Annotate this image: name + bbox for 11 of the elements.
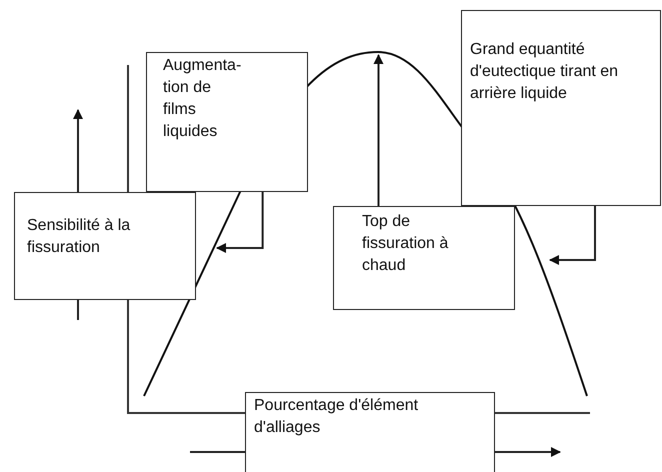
leader-line bbox=[216, 192, 264, 253]
callout-text: Top de fissuration à chaud bbox=[362, 212, 450, 276]
callout-text: Sensibilité à la fissuration bbox=[27, 216, 132, 258]
callout-box bbox=[461, 10, 661, 206]
leader-line bbox=[374, 54, 384, 206]
leader-line bbox=[549, 206, 596, 265]
callout-text: Augmenta- tion de films liquides bbox=[163, 56, 242, 142]
callout-box bbox=[245, 392, 495, 472]
callout-text: Grand equantité d'eutectique tirant en arrière liquide bbox=[470, 40, 620, 104]
callout-text: Pourcentage d'élément d'alliages bbox=[254, 396, 420, 438]
callout-box bbox=[14, 192, 196, 300]
